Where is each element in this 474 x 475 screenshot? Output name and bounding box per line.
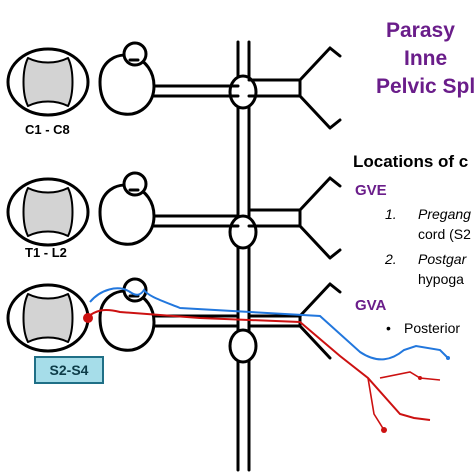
- gve-item-2-number: 2.: [385, 251, 397, 267]
- gve-item-1-number: 1.: [385, 206, 397, 222]
- locations-heading: Locations of c: [353, 152, 469, 171]
- cord-section-2: [6, 171, 240, 247]
- nerve-branches-2: [247, 176, 342, 260]
- gve-item-1-line2: cord (S2: [418, 226, 471, 242]
- cord-section-1: [6, 41, 240, 117]
- title-line-1: Parasy: [386, 19, 455, 42]
- efferent-fiber: [85, 309, 431, 421]
- level-box-s2-s4: S2-S4: [34, 356, 104, 384]
- sympathetic-trunk: [236, 40, 251, 472]
- level-label-c1-c8: C1 - C8: [25, 122, 70, 137]
- gve-item-2-line1: Postgar: [418, 251, 467, 267]
- gve-heading: GVE: [355, 182, 387, 199]
- title-line-2: Inne: [404, 47, 448, 70]
- ganglion-3: [228, 328, 258, 364]
- nerve-branches-1: [247, 46, 342, 130]
- gva-heading: GVA: [355, 297, 387, 314]
- gva-bullet: •: [386, 320, 391, 336]
- ganglion-2: [228, 214, 258, 250]
- efferent-neuron-cell: [83, 313, 93, 323]
- gve-item-1-line1: Pregang: [418, 206, 471, 222]
- level-label-t1-l2: T1 - L2: [25, 245, 67, 260]
- nerve-branches-3: [247, 282, 342, 360]
- title-line-3: Pelvic Spla: [376, 75, 474, 98]
- ganglion-1: [228, 74, 258, 110]
- efferent-fiber-branch: [367, 371, 441, 431]
- gva-item-1: Posterior: [404, 320, 461, 336]
- gve-item-2-line2: hypoga: [418, 271, 464, 287]
- afferent-fiber: [89, 287, 449, 361]
- cord-section-3: [6, 277, 240, 353]
